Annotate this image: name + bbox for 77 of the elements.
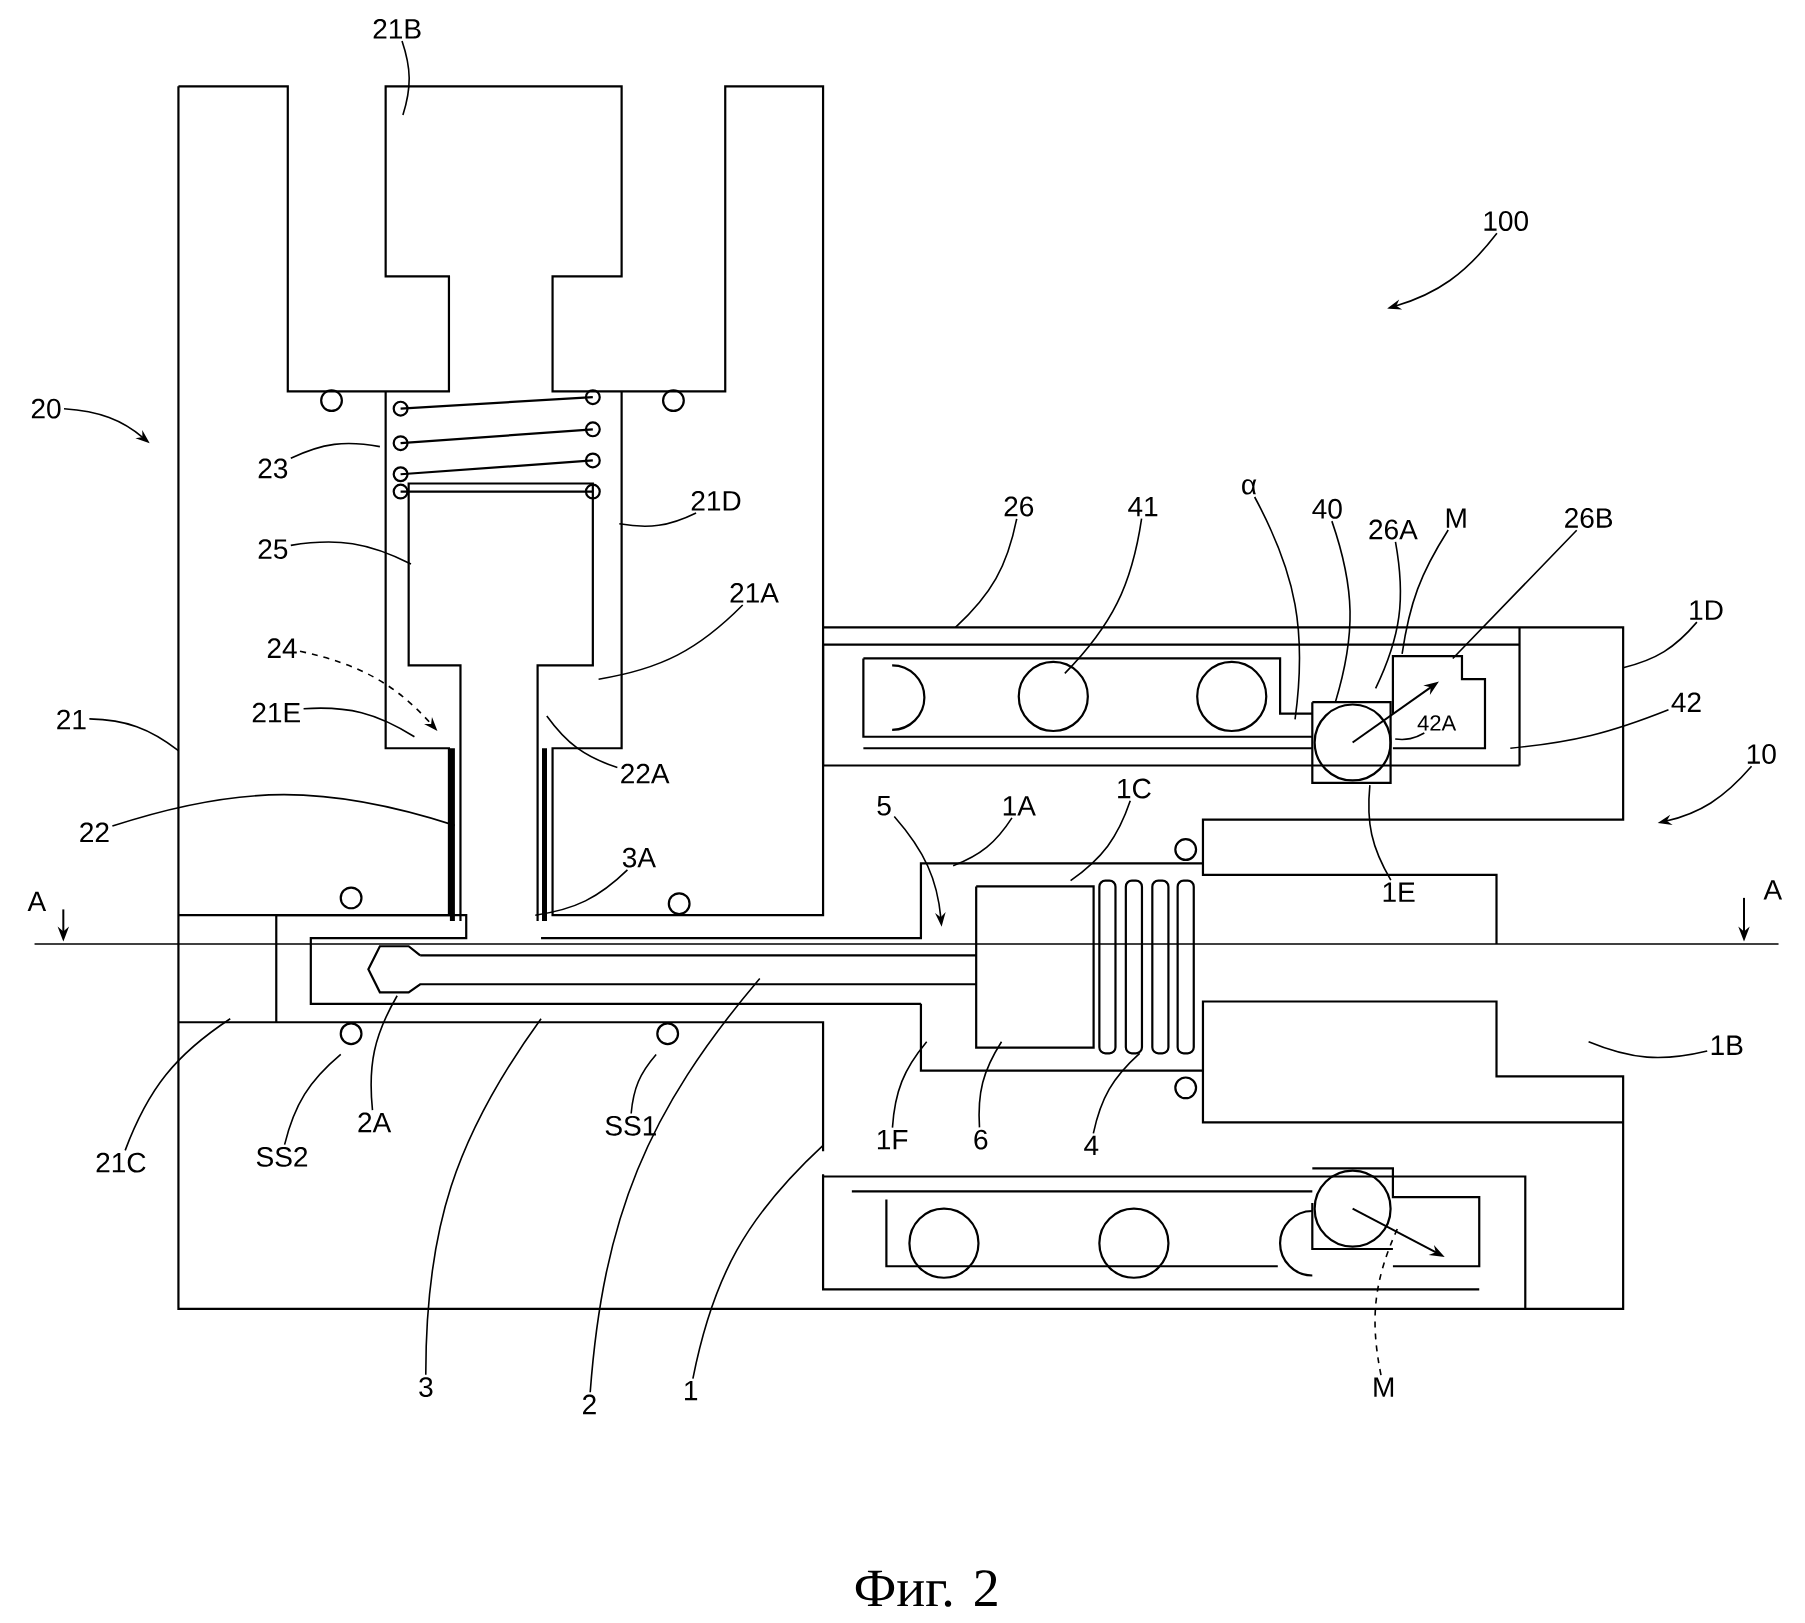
leader-line bbox=[589, 977, 761, 1393]
reference-numeral: 20 bbox=[31, 398, 61, 419]
leader-line bbox=[425, 1017, 542, 1376]
reference-numeral: 1 bbox=[685, 1380, 698, 1401]
reference-numeral: 26A bbox=[1369, 519, 1418, 540]
figure-caption: Фиг. 2 bbox=[855, 1570, 997, 1607]
leader-line bbox=[290, 442, 381, 460]
leader-line bbox=[124, 1017, 232, 1152]
leader-line bbox=[1368, 784, 1392, 881]
leader-line bbox=[597, 604, 744, 680]
reference-numeral: M bbox=[1374, 1377, 1394, 1397]
leader-line bbox=[952, 816, 1013, 867]
leader-line bbox=[1401, 529, 1449, 655]
reference-numeral: 100 bbox=[1484, 211, 1528, 231]
leader-line bbox=[1331, 520, 1351, 703]
leader-line bbox=[1069, 800, 1132, 882]
leader-line bbox=[978, 1040, 1003, 1129]
reference-numeral: 21B bbox=[373, 18, 421, 39]
reference-numeral: 23 bbox=[258, 458, 288, 479]
leader-line bbox=[290, 541, 412, 565]
leader-line bbox=[954, 517, 1018, 629]
reference-numeral: 6 bbox=[974, 1129, 988, 1150]
reference-numeral: 40 bbox=[1312, 498, 1342, 519]
reference-numeral: 1A bbox=[1003, 796, 1036, 816]
reference-numeral: 1B bbox=[1711, 1035, 1743, 1055]
reference-numeral: 26 bbox=[1004, 496, 1034, 517]
reference-numeral: 2A bbox=[358, 1112, 392, 1133]
reference-numeral: 42A bbox=[1417, 715, 1457, 731]
reference-numeral: 1C bbox=[1118, 778, 1151, 799]
leader-line bbox=[546, 715, 619, 769]
leader-line bbox=[401, 40, 410, 116]
reference-numeral: 1E bbox=[1383, 882, 1415, 902]
reference-numeral: 41 bbox=[1128, 496, 1158, 517]
leader-line bbox=[1451, 529, 1578, 660]
reference-numeral: 3A bbox=[622, 847, 656, 868]
section-mark: A bbox=[1763, 880, 1783, 900]
reference-numeral: 4 bbox=[1084, 1135, 1099, 1155]
leader-line bbox=[1092, 1052, 1141, 1135]
leader-line bbox=[88, 718, 180, 752]
reference-numeral: M bbox=[1446, 508, 1466, 528]
reference-numeral: 22 bbox=[80, 822, 109, 842]
leader-line bbox=[630, 1053, 657, 1115]
leader-line bbox=[618, 512, 697, 527]
reference-numeral: 1D bbox=[1690, 600, 1723, 620]
leader-line bbox=[1253, 496, 1301, 721]
leader-line bbox=[534, 869, 629, 916]
reference-numeral: 24 bbox=[267, 638, 297, 658]
reference-numeral: 10 bbox=[1747, 744, 1776, 764]
reference-numeral: 26B bbox=[1565, 508, 1613, 528]
leader-line bbox=[111, 793, 456, 827]
leader-line bbox=[1509, 708, 1670, 749]
leader-line bbox=[302, 707, 416, 738]
reference-numeral: 21A bbox=[730, 583, 779, 603]
reference-numeral: 3 bbox=[419, 1377, 433, 1397]
leader-line bbox=[891, 1040, 928, 1129]
leader-line bbox=[1622, 621, 1698, 669]
reference-numeral: α bbox=[1242, 479, 1257, 495]
leader-line bbox=[370, 994, 398, 1111]
reference-numeral: 21E bbox=[252, 702, 300, 723]
reference-numeral: 21D bbox=[691, 490, 741, 511]
reference-numeral: 21C bbox=[96, 1152, 146, 1173]
leader-line bbox=[1394, 732, 1426, 741]
reference-numeral: 42 bbox=[1671, 692, 1701, 712]
reference-numeral: 5 bbox=[877, 795, 891, 816]
reference-numeral: 25 bbox=[258, 539, 288, 559]
leader-line bbox=[1064, 517, 1143, 675]
leader-line bbox=[1587, 1040, 1708, 1059]
reference-numeral: SS2 bbox=[256, 1146, 308, 1167]
section-mark: A bbox=[27, 891, 47, 911]
reference-numeral: 22A bbox=[621, 763, 670, 784]
leader-line bbox=[692, 1144, 824, 1380]
reference-numeral: 1F bbox=[877, 1129, 908, 1150]
reference-numeral: SS1 bbox=[605, 1115, 656, 1136]
leader-line bbox=[1374, 540, 1402, 690]
reference-numeral: 21 bbox=[57, 709, 86, 730]
reference-numeral: 2 bbox=[583, 1394, 596, 1415]
leader-line bbox=[283, 1053, 342, 1146]
